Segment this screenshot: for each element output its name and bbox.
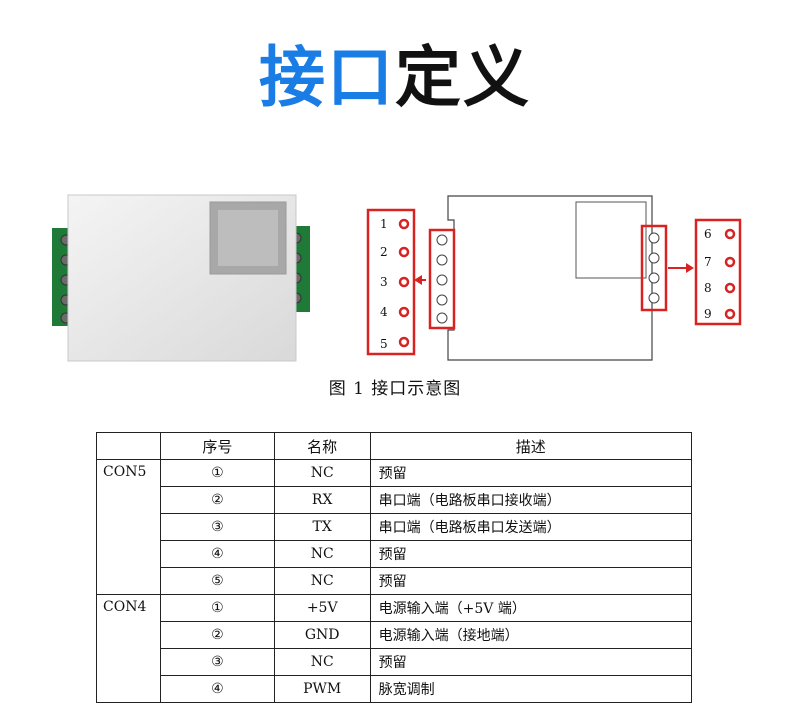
row-description: 预留 <box>369 567 693 595</box>
row-number: ② <box>159 621 275 649</box>
row-description: 串口端（电路板串口发送端） <box>369 513 693 541</box>
right-pin-label-6: 6 <box>704 227 712 241</box>
page-title: 接口定义 <box>0 38 790 118</box>
row-name: NC <box>273 459 371 487</box>
header-group <box>96 432 161 460</box>
table-header-row: 序号 名称 描述 <box>96 432 693 460</box>
pin-diagram: 1 2 3 4 5 6 7 8 9 <box>366 195 742 361</box>
row-number: ① <box>159 459 275 487</box>
row-name: TX <box>273 513 371 541</box>
table-row: ⑤ NC 预留 <box>97 567 693 595</box>
row-name: +5V <box>273 594 371 622</box>
left-pin-label-1: 1 <box>380 217 388 231</box>
right-arrow-icon <box>686 263 694 273</box>
row-number: ④ <box>159 540 275 568</box>
right-pin-label-9: 9 <box>704 307 712 321</box>
table-row: ② GND 电源输入端（接地端） <box>97 621 693 649</box>
row-number: ⑤ <box>159 567 275 595</box>
row-description: 预留 <box>369 648 693 676</box>
left-pin-label-5: 5 <box>380 337 388 351</box>
row-description: 预留 <box>369 540 693 568</box>
left-arrow-icon <box>414 275 422 285</box>
left-pin-box <box>366 208 416 356</box>
group-con5: CON5 <box>96 459 161 595</box>
right-pin-label-8: 8 <box>704 281 712 295</box>
row-description: 脉宽调制 <box>369 675 693 703</box>
left-header-box <box>428 228 456 330</box>
left-pin-label-4: 4 <box>380 305 388 319</box>
row-name: GND <box>273 621 371 649</box>
table-row: CON4 ① +5V 电源输入端（+5V 端） <box>96 594 693 703</box>
right-pin-label-7: 7 <box>704 255 712 269</box>
table-row: CON5 ① NC 预留 <box>96 459 693 595</box>
row-description: 预留 <box>369 459 693 487</box>
title-part-black: 定义 <box>395 39 531 116</box>
right-pin-box <box>694 218 742 326</box>
module-photo <box>52 194 310 362</box>
left-pin-label-3: 3 <box>380 275 388 289</box>
table-row: ④ PWM 脉宽调制 <box>97 675 693 703</box>
table-row: ② RX 串口端（电路板串口接收端） <box>97 486 693 514</box>
group-con4: CON4 <box>96 594 161 703</box>
row-number: ② <box>159 486 275 514</box>
right-header-box <box>640 224 668 312</box>
figure-caption: 图 1 接口示意图 <box>328 379 462 399</box>
header-name: 名称 <box>273 432 371 460</box>
title-part-blue: 接口 <box>259 39 395 116</box>
table-row: ③ TX 串口端（电路板串口发送端） <box>97 513 693 541</box>
row-name: NC <box>273 567 371 595</box>
row-number: ④ <box>159 675 275 703</box>
row-number: ③ <box>159 648 275 676</box>
interface-table: 序号 名称 描述 CON5 ① NC 预留 ② RX 串口端（电路板串口接收端）… <box>96 432 693 703</box>
row-name: NC <box>273 540 371 568</box>
row-description: 电源输入端（接地端） <box>369 621 693 649</box>
row-number: ③ <box>159 513 275 541</box>
row-description: 串口端（电路板串口接收端） <box>369 486 693 514</box>
row-name: RX <box>273 486 371 514</box>
row-name: PWM <box>273 675 371 703</box>
header-number: 序号 <box>159 432 275 460</box>
row-description: 电源输入端（+5V 端） <box>369 594 693 622</box>
row-name: NC <box>273 648 371 676</box>
table-row: ④ NC 预留 <box>97 540 693 568</box>
module-window <box>575 201 647 279</box>
header-description: 描述 <box>369 432 693 460</box>
row-number: ① <box>159 594 275 622</box>
left-pin-label-2: 2 <box>380 245 388 259</box>
table-row: ③ NC 预留 <box>97 648 693 676</box>
